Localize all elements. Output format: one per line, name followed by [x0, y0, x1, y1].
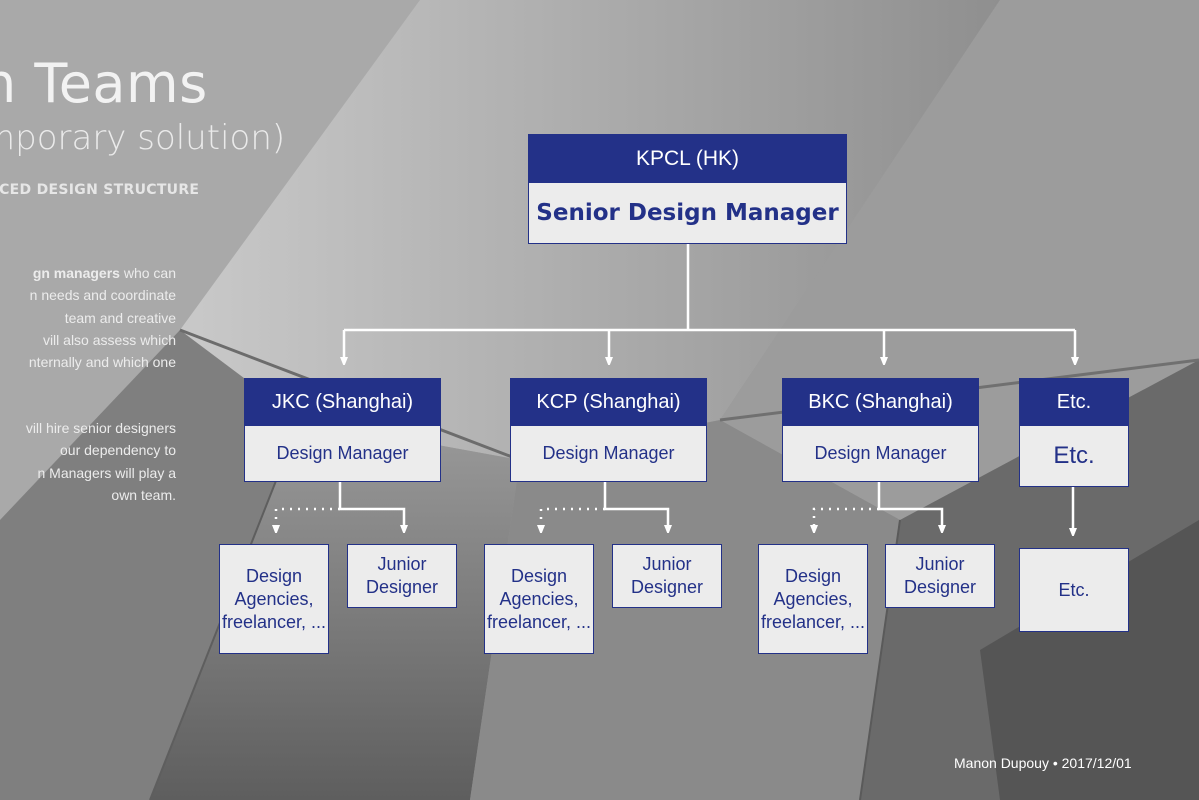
branch-role-box-kcp: Design Manager [510, 425, 707, 482]
branch-role-box-jkc: Design Manager [244, 425, 441, 482]
paragraph-line: nternally and which one [28, 354, 176, 371]
connector-bkc-agencies [814, 507, 879, 530]
paragraph-line: n needs and coordinate [29, 287, 176, 304]
paragraph-line: team and creative [64, 309, 176, 326]
paragraph-line: vill hire senior designers [25, 420, 176, 436]
connector-jkc-junior [338, 482, 404, 530]
etc-child-box: Etc. [1019, 548, 1129, 632]
footer-credit: Manon Dupouy • 2017/12/01 [954, 755, 1132, 771]
paragraph-line: vill also assess which [42, 331, 176, 348]
junior-box-bkc: Junior Designer [885, 544, 995, 608]
paragraph-line: our dependency to [60, 442, 176, 459]
slide-subtitle: mporary solution) [0, 118, 286, 158]
external-box-bkc: Design Agencies, freelancer, ... [758, 544, 868, 654]
branch-role-box-bkc: Design Manager [782, 425, 979, 482]
junior-box-kcp: Junior Designer [612, 544, 722, 608]
external-box-jkc: Design Agencies, freelancer, ... [219, 544, 329, 654]
connector-bkc-junior [877, 482, 942, 530]
paragraph-line: own team. [111, 486, 176, 503]
external-box-kcp: Design Agencies, freelancer, ... [484, 544, 594, 654]
connector-kcp-agencies [541, 507, 605, 530]
branch-entity-header-jkc: JKC (Shanghai) [244, 378, 441, 426]
branch-entity-header-kcp: KCP (Shanghai) [510, 378, 707, 426]
body-paragraph-2: vill hire senior designers our dependenc… [26, 417, 176, 506]
slide-title: n Teams [0, 52, 208, 115]
branch-role-box-etc: Etc. [1019, 425, 1129, 487]
root-role-box: Senior Design Manager [528, 182, 847, 244]
connector-jkc-agencies [276, 507, 340, 530]
root-entity-header: KPCL (HK) [528, 134, 847, 183]
section-heading: RCED DESIGN STRUCTURE [0, 182, 200, 198]
branch-entity-header-bkc: BKC (Shanghai) [782, 378, 979, 426]
body-paragraph-1: gn managers who can n needs and coordina… [29, 262, 176, 373]
paragraph-line: n Managers will play a [37, 464, 176, 481]
connector-kcp-junior [603, 482, 668, 530]
branch-entity-header-etc: Etc. [1019, 378, 1129, 426]
junior-box-jkc: Junior Designer [347, 544, 457, 608]
paragraph-line: gn managers who can [32, 265, 176, 281]
